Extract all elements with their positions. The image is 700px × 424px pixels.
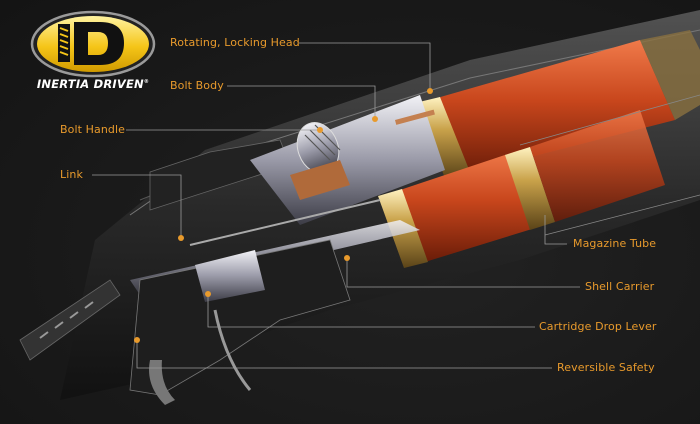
label-link: Link (60, 168, 83, 181)
leader-magazine-tube (544, 215, 567, 245)
label-shell-carrier: Shell Carrier (585, 280, 655, 293)
recoil-spring (19, 279, 121, 361)
leader-cartridge-drop-lever (207, 294, 535, 328)
dot-link (178, 235, 184, 241)
dot-bolt-handle (317, 127, 323, 133)
trigger-group (129, 239, 351, 405)
label-reversible-safety: Reversible Safety (557, 361, 655, 374)
dot-rotating-locking-head (427, 88, 433, 94)
dot-cartridge-drop-lever (205, 291, 211, 297)
logo-brand-text: INERTIA DRIVEN® (36, 77, 150, 91)
leader-bolt-body (227, 85, 376, 119)
label-rotating-locking-head: Rotating, Locking Head (170, 36, 300, 49)
letter-d-icon (74, 22, 124, 65)
leader-shell-carrier (346, 258, 580, 288)
callout-dots (134, 88, 433, 343)
leader-link (92, 174, 182, 238)
chambered-shell (415, 30, 700, 178)
label-bolt-handle: Bolt Handle (60, 123, 126, 136)
bolt-assembly (250, 95, 445, 225)
dot-reversible-safety (134, 337, 140, 343)
spring-glyph-icon (58, 24, 70, 62)
leader-rotating-locking-head (299, 42, 431, 91)
label-cartridge-drop-lever: Cartridge Drop Lever (539, 320, 657, 333)
dot-shell-carrier (344, 255, 350, 261)
label-magazine-tube: Magazine Tube (573, 237, 657, 250)
label-bolt-body: Bolt Body (170, 79, 224, 92)
dot-bolt-body (372, 116, 378, 122)
inertia-driven-logo (30, 10, 156, 78)
leader-lines (92, 42, 580, 369)
leader-reversible-safety (136, 340, 552, 369)
